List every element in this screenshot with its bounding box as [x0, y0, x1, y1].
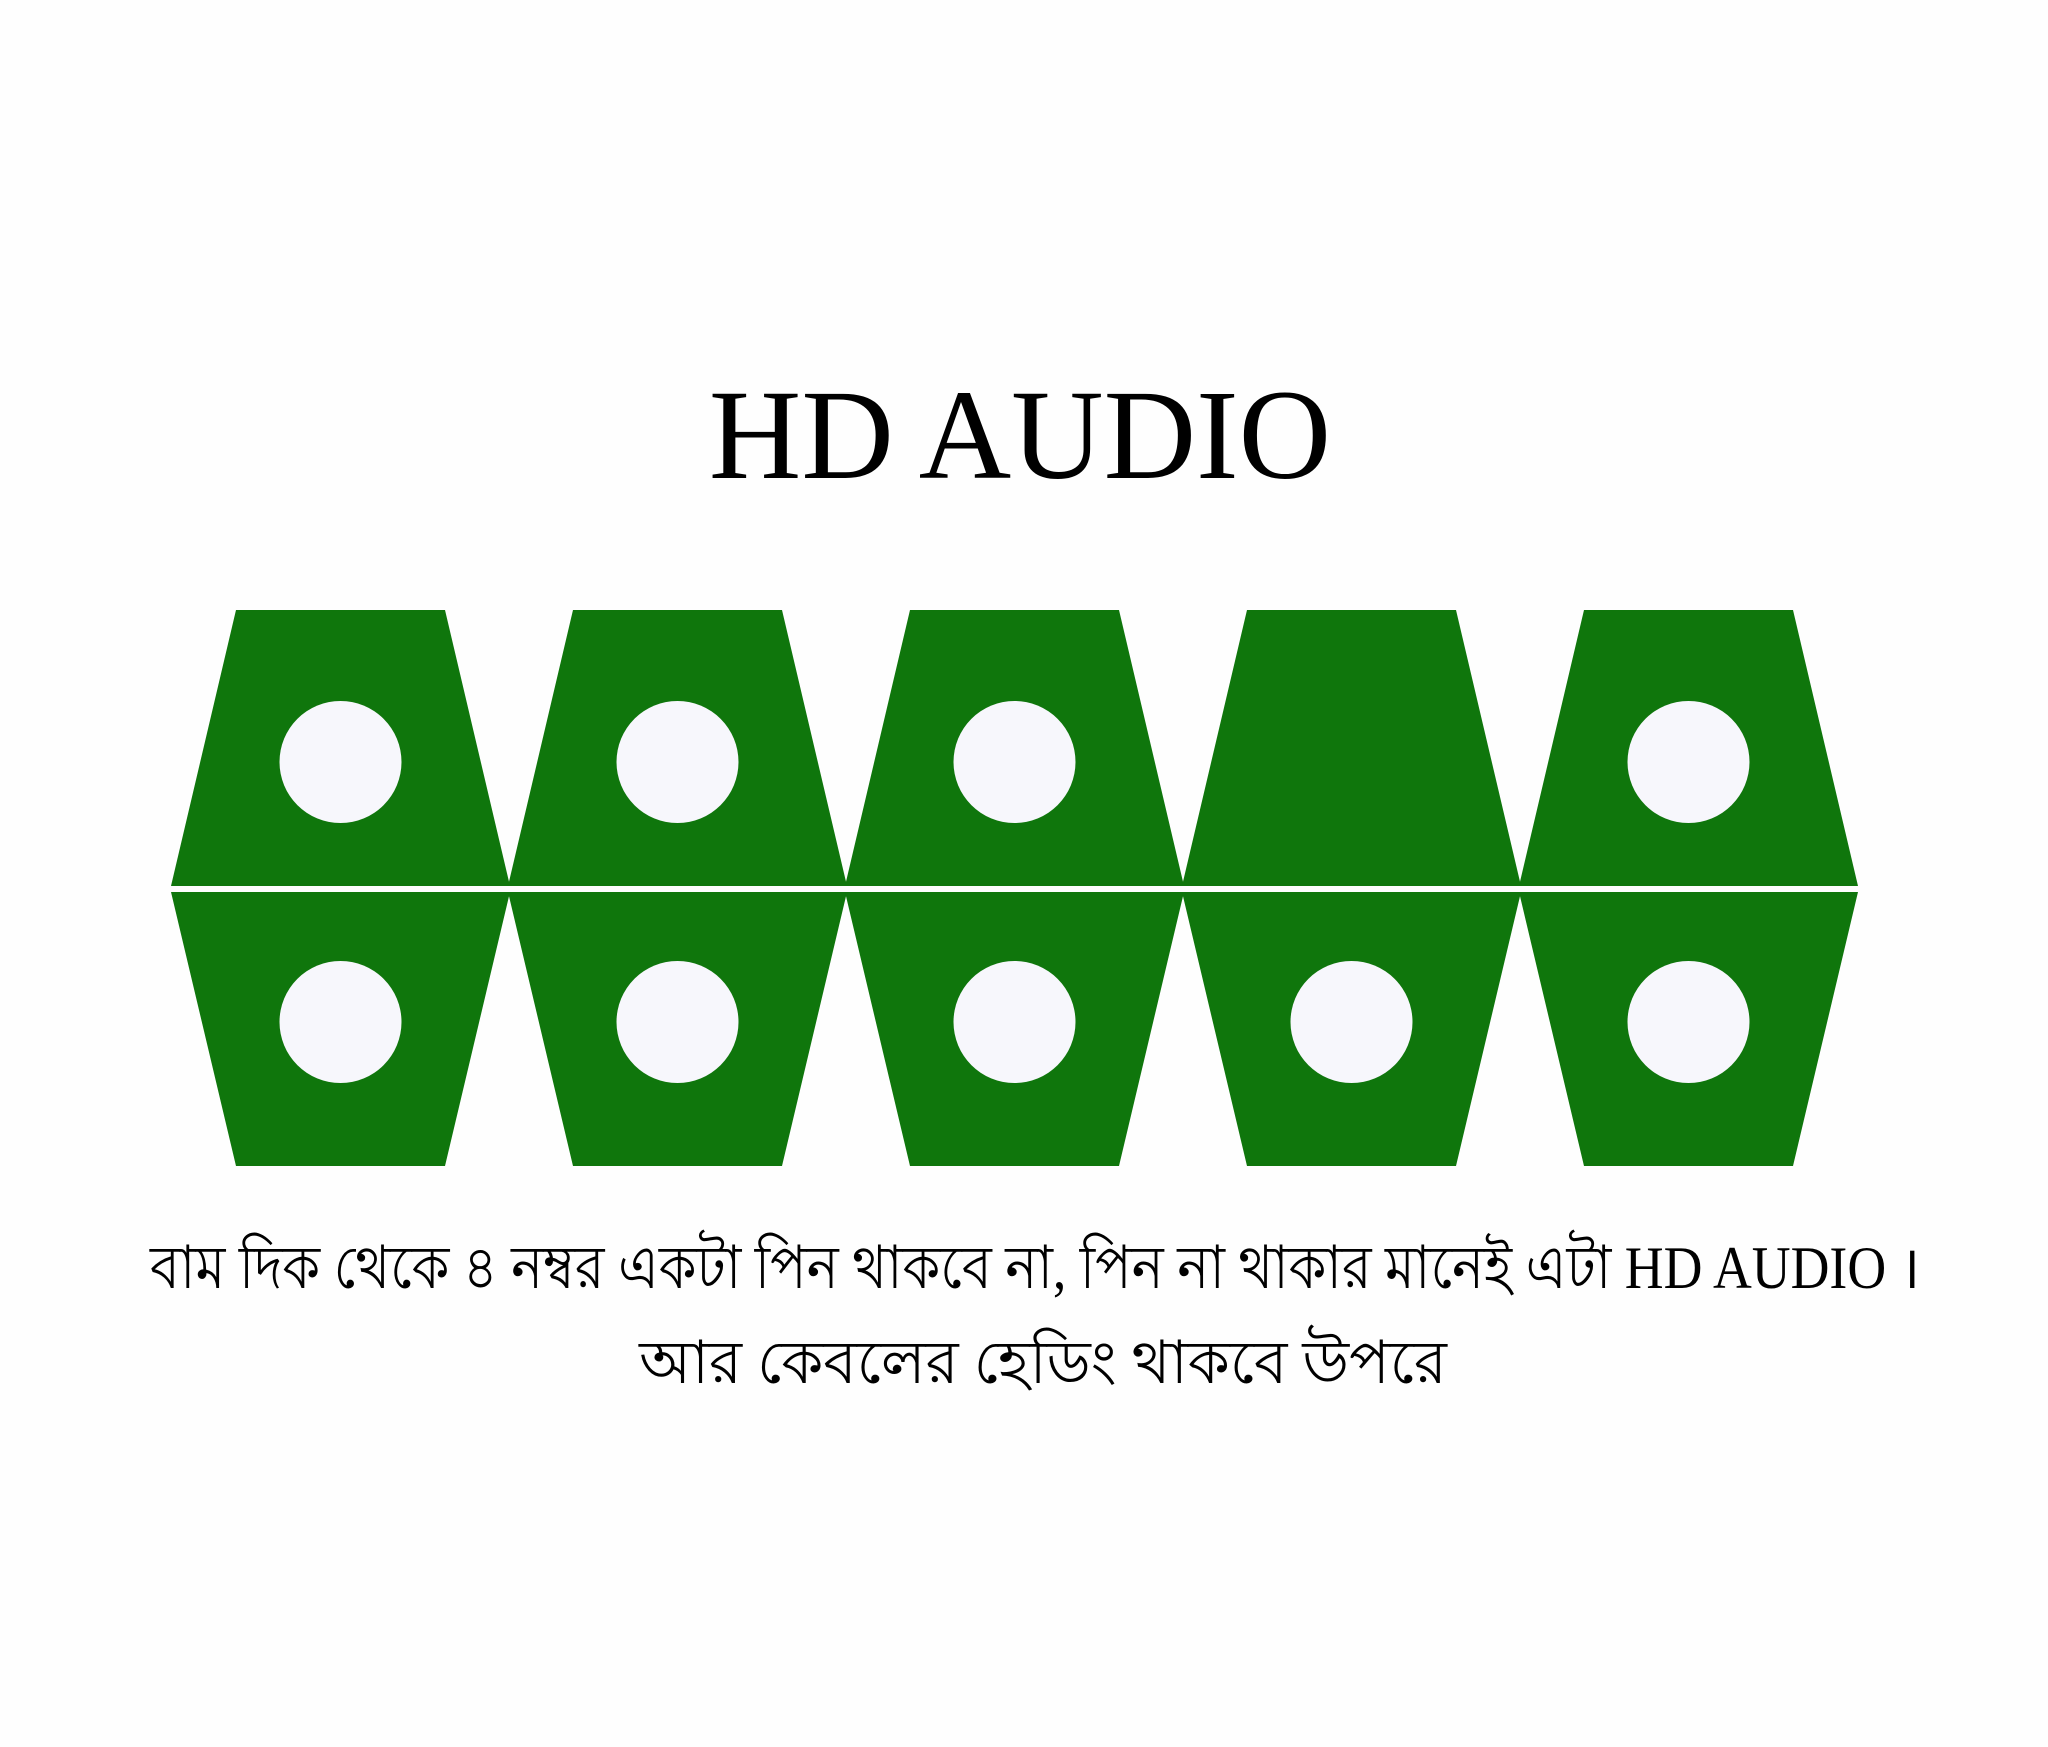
pin-r1-c1: [279, 701, 402, 823]
pin-r2-c5: [1627, 961, 1750, 1083]
pin-r2-c2: [616, 961, 739, 1083]
connector-block-r1-c4: [1182, 610, 1521, 886]
caption-line-2: আর কেবলের হেডিং থাকবে উপরে: [638, 1325, 1448, 1396]
pin-r2-c1: [279, 961, 402, 1083]
pin-r1-c2: [616, 701, 739, 823]
hd-audio-connector: [171, 610, 1858, 1166]
diagram-title: HD AUDIO: [709, 364, 1331, 506]
pin-r1-c5: [1627, 701, 1750, 823]
pin-r2-c3: [953, 961, 1076, 1083]
pin-r2-c4: [1290, 961, 1413, 1083]
caption-line-1: বাম দিক থেকে ৪ নম্বর একটা পিন থাকবে না, …: [149, 1230, 1920, 1301]
pin-r1-c3: [953, 701, 1076, 823]
